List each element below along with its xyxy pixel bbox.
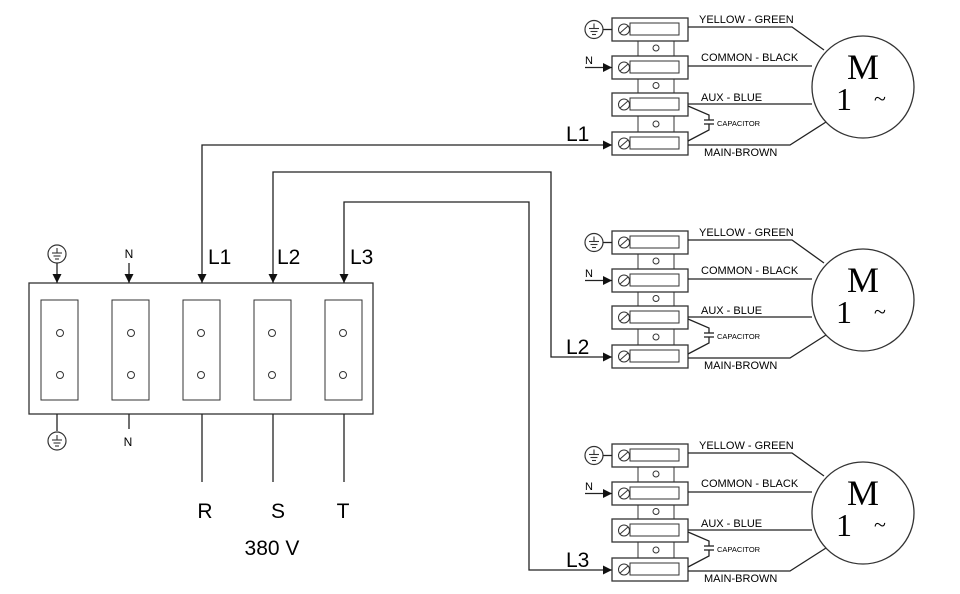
bridge-screw	[652, 508, 660, 515]
capacitor-label: CAPACITOR	[717, 545, 761, 554]
motor-terminal-earth	[611, 17, 689, 42]
phase-label-s: S	[271, 500, 285, 523]
wire-label-earth: YELLOW - GREEN	[699, 14, 794, 26]
supply-terminal-earth	[40, 299, 79, 401]
wire-label-aux: AUX - BLUE	[701, 92, 762, 104]
main-wire	[688, 547, 827, 572]
capacitor-label: CAPACITOR	[717, 119, 761, 128]
bridge-screw	[652, 82, 660, 89]
motor-terminal-aux	[611, 518, 689, 543]
supply-terminal-l3	[324, 299, 363, 401]
neutral-label: N	[585, 481, 593, 493]
bridge-screw	[652, 546, 660, 554]
wire-label-common: COMMON - BLACK	[701, 265, 799, 277]
motor-terminal-main	[611, 344, 689, 369]
ac-symbol-icon: ~	[874, 299, 886, 324]
wire-label-earth: YELLOW - GREEN	[699, 227, 794, 239]
earth-ground-icon	[584, 19, 604, 40]
motor-terminal-main	[611, 131, 689, 156]
supply-terminal-neutral	[111, 299, 150, 401]
motor-symbol: M1 ~	[811, 248, 915, 352]
motor-terminal-common	[611, 268, 689, 293]
bridge-screw	[652, 120, 660, 128]
motor-terminal-common	[611, 481, 689, 506]
phase-label-r: R	[197, 500, 212, 523]
ac-symbol-icon: ~	[874, 86, 886, 111]
neutral-top-label: N	[125, 247, 134, 261]
wire-label-common: COMMON - BLACK	[701, 478, 799, 490]
motor-phase: 1	[836, 507, 852, 543]
capacitor-icon	[687, 531, 714, 568]
motor-terminal-earth	[611, 443, 689, 468]
wire-label-common: COMMON - BLACK	[701, 52, 799, 64]
motor-letter: M	[847, 47, 879, 87]
earth-ground-icon	[47, 431, 67, 451]
wire-label-main: MAIN-BROWN	[704, 360, 777, 372]
motor-panel-3: N L3 YELLOW - GREEN COMMON - BLACK AUX - BLU…	[566, 440, 915, 585]
earth-wire	[688, 239, 825, 264]
neutral-bottom-label: N	[124, 435, 133, 449]
motor-terminal-main	[611, 557, 689, 582]
bridge-screw	[652, 44, 660, 52]
supply-terminal-l2	[253, 299, 292, 401]
motor-supply-label: L2	[566, 336, 589, 359]
earth-ground-icon	[584, 445, 604, 466]
bridge-screw	[652, 470, 660, 478]
earth-wire	[688, 26, 825, 51]
wire-label-aux: AUX - BLUE	[701, 518, 762, 530]
motor-supply-label: L3	[566, 549, 589, 572]
motor-symbol: M1 ~	[811, 35, 915, 139]
motor-supply-label: L1	[566, 123, 589, 146]
wire-label-aux: AUX - BLUE	[701, 305, 762, 317]
neutral-label: N	[585, 55, 593, 67]
earth-ground-icon	[47, 244, 67, 264]
motor-terminal-aux	[611, 305, 689, 330]
main-wire	[688, 121, 827, 146]
motor-terminal-common	[611, 55, 689, 80]
ac-symbol-icon: ~	[874, 512, 886, 537]
phase-label-t: T	[337, 500, 350, 523]
phase-routing	[197, 140, 612, 575]
motor-terminal-aux	[611, 92, 689, 117]
supply-terminal-l1	[182, 299, 221, 401]
supply-voltage-label: 380 V	[245, 537, 300, 560]
bridge-screw	[652, 295, 660, 302]
l3-route-wire	[339, 201, 612, 575]
motor-panel-1: N L1 YELLOW - GREEN COMMON - BLACK AUX - BLU…	[566, 14, 915, 159]
wire-label-main: MAIN-BROWN	[704, 147, 777, 159]
motor-letter: M	[847, 473, 879, 513]
motor-terminal-earth	[611, 230, 689, 255]
supply-label-l1: L1	[208, 246, 231, 269]
capacitor-label: CAPACITOR	[717, 332, 761, 341]
capacitor-icon	[687, 105, 714, 142]
supply-label-l2: L2	[277, 246, 300, 269]
bridge-screw	[652, 257, 660, 265]
earth-ground-icon	[584, 232, 604, 253]
motor-phase: 1	[836, 294, 852, 330]
main-wire	[688, 334, 827, 359]
motor-letter: M	[847, 260, 879, 300]
supply-terminal-block: N N L1 L2 L3 R S T 380 V	[28, 244, 374, 560]
motor-phase: 1	[836, 81, 852, 117]
supply-label-l3: L3	[350, 246, 373, 269]
neutral-label: N	[585, 268, 593, 280]
wire-label-main: MAIN-BROWN	[704, 573, 777, 585]
bridge-screw	[652, 333, 660, 341]
capacitor-icon	[687, 318, 714, 355]
wire-label-earth: YELLOW - GREEN	[699, 440, 794, 452]
l1-route-wire	[197, 140, 612, 283]
motor-symbol: M1 ~	[811, 461, 915, 565]
earth-wire	[688, 452, 825, 477]
motor-panel-2: N L2 YELLOW - GREEN COMMON - BLACK AUX - BLU…	[566, 227, 915, 372]
